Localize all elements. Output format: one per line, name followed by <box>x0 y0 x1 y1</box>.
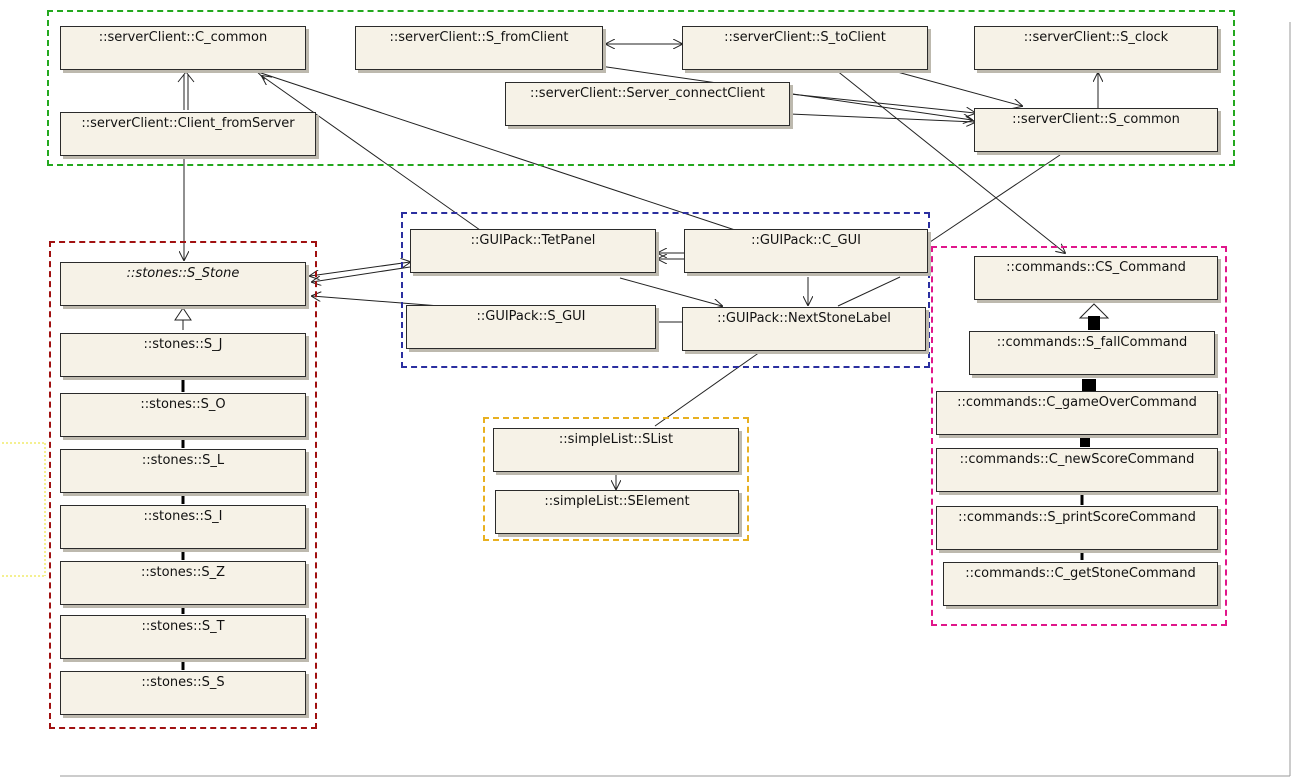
class-s-i-label: ::stones::S_I <box>143 509 223 524</box>
class-c-gui-label: ::GUIPack::C_GUI <box>751 233 861 248</box>
class-selement[interactable]: ::simpleList::SElement <box>495 490 739 534</box>
class-c-common[interactable]: ::serverClient::C_common <box>60 26 306 70</box>
class-nextstonelabel[interactable]: ::GUIPack::NextStoneLabel <box>682 307 926 351</box>
class-s-gui-label: ::GUIPack::S_GUI <box>476 309 586 324</box>
class-s-fromclient[interactable]: ::serverClient::S_fromClient <box>355 26 603 70</box>
class-s-toclient[interactable]: ::serverClient::S_toClient <box>682 26 928 70</box>
class-c-gui[interactable]: ::GUIPack::C_GUI <box>684 229 928 273</box>
class-s-t-label: ::stones::S_T <box>141 619 225 634</box>
class-slist-label: ::simpleList::SList <box>558 432 674 447</box>
class-c-gameovercommand-label: ::commands::C_gameOverCommand <box>957 395 1197 410</box>
class-s-z[interactable]: ::stones::S_Z <box>60 561 306 605</box>
class-client-fromserver[interactable]: ::serverClient::Client_fromServer <box>60 112 316 156</box>
class-client-fromserver-label: ::serverClient::Client_fromServer <box>81 116 295 131</box>
class-s-printscorecommand-label: ::commands::S_printScoreCommand <box>958 510 1196 525</box>
class-nextstonelabel-label: ::GUIPack::NextStoneLabel <box>717 311 891 326</box>
class-s-common-label: ::serverClient::S_common <box>1012 112 1180 127</box>
class-cs-command-label: ::commands::CS_Command <box>1006 260 1186 275</box>
class-s-l[interactable]: ::stones::S_L <box>60 449 306 493</box>
class-s-toclient-label: ::serverClient::S_toClient <box>724 30 886 45</box>
class-s-stone[interactable]: ::stones::S_Stone <box>60 262 306 306</box>
class-server-connectclient-label: ::serverClient::Server_connectClient <box>530 86 765 101</box>
class-s-s[interactable]: ::stones::S_S <box>60 671 306 715</box>
class-s-o[interactable]: ::stones::S_O <box>60 393 306 437</box>
class-cs-command[interactable]: ::commands::CS_Command <box>974 256 1218 300</box>
class-s-s-label: ::stones::S_S <box>141 675 225 690</box>
class-s-j[interactable]: ::stones::S_J <box>60 333 306 377</box>
class-c-getstonecommand[interactable]: ::commands::C_getStoneCommand <box>943 562 1218 606</box>
class-s-common[interactable]: ::serverClient::S_common <box>974 108 1218 152</box>
class-tetpanel-label: ::GUIPack::TetPanel <box>470 233 596 248</box>
class-s-printscorecommand[interactable]: ::commands::S_printScoreCommand <box>936 506 1218 550</box>
class-tetpanel[interactable]: ::GUIPack::TetPanel <box>410 229 656 273</box>
class-s-o-label: ::stones::S_O <box>140 397 226 412</box>
class-s-fromclient-label: ::serverClient::S_fromClient <box>389 30 569 45</box>
yellow-dotted-bracket <box>2 442 46 577</box>
class-s-clock-label: ::serverClient::S_clock <box>1023 30 1169 45</box>
class-s-i[interactable]: ::stones::S_I <box>60 505 306 549</box>
class-c-common-label: ::serverClient::C_common <box>98 30 268 45</box>
connector-stubs <box>181 316 1100 670</box>
class-s-gui[interactable]: ::GUIPack::S_GUI <box>406 305 656 349</box>
class-c-getstonecommand-label: ::commands::C_getStoneCommand <box>965 566 1196 581</box>
class-selement-label: ::simpleList::SElement <box>544 494 690 509</box>
class-c-newscorecommand[interactable]: ::commands::C_newScoreCommand <box>936 448 1218 492</box>
class-s-clock[interactable]: ::serverClient::S_clock <box>974 26 1218 70</box>
class-slist[interactable]: ::simpleList::SList <box>493 428 739 472</box>
class-s-t[interactable]: ::stones::S_T <box>60 615 306 659</box>
class-s-fallcommand-label: ::commands::S_fallCommand <box>996 335 1188 350</box>
class-s-z-label: ::stones::S_Z <box>140 565 225 580</box>
class-server-connectclient[interactable]: ::serverClient::Server_connectClient <box>505 82 790 126</box>
class-s-fallcommand[interactable]: ::commands::S_fallCommand <box>969 331 1215 375</box>
class-s-l-label: ::stones::S_L <box>141 453 225 468</box>
class-c-newscorecommand-label: ::commands::C_newScoreCommand <box>959 452 1195 467</box>
class-s-j-label: ::stones::S_J <box>143 337 223 352</box>
class-c-gameovercommand[interactable]: ::commands::C_gameOverCommand <box>936 391 1218 435</box>
class-s-stone-label: ::stones::S_Stone <box>126 266 240 281</box>
